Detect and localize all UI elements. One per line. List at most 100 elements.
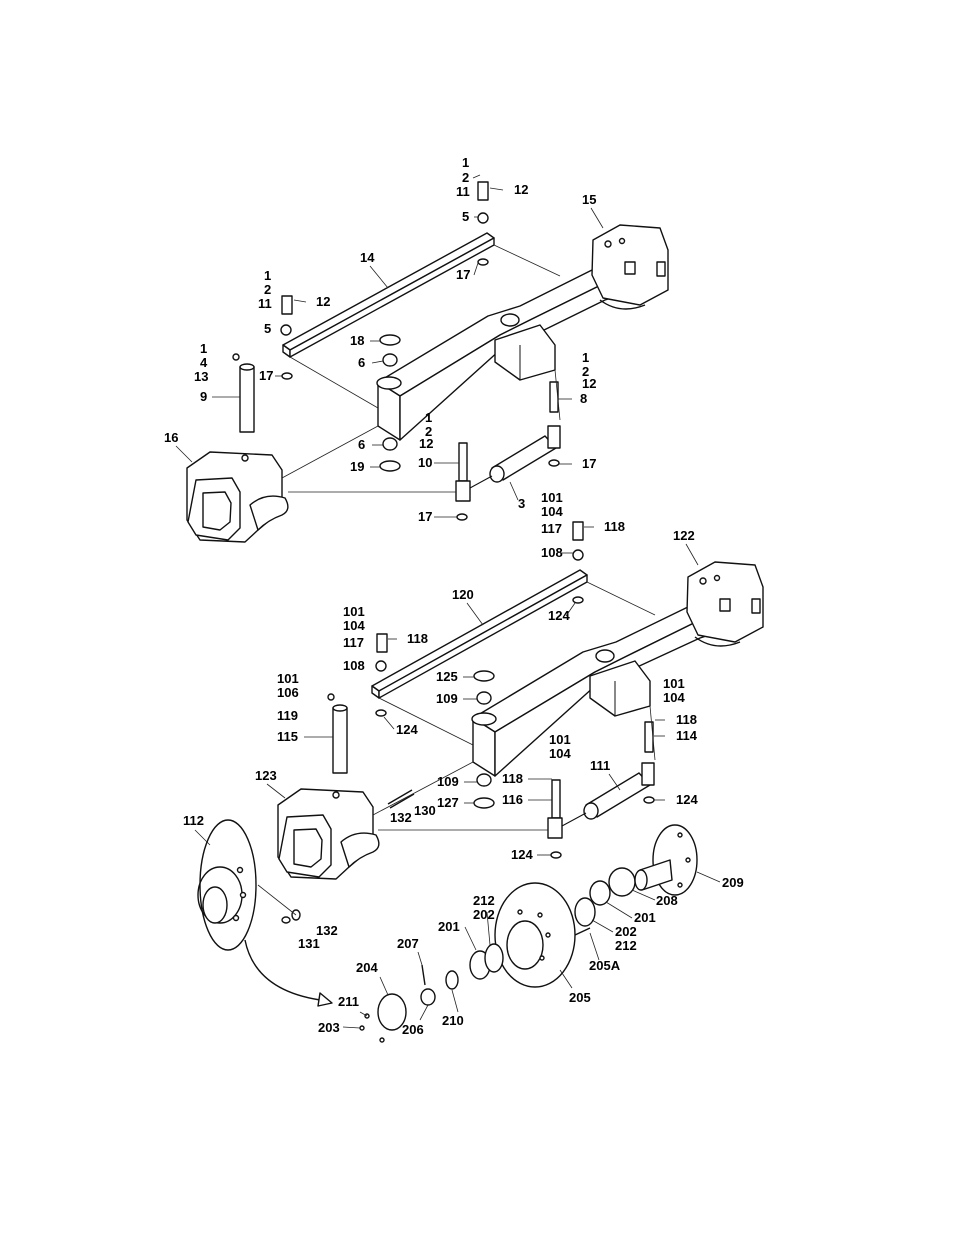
callout: 8 [580, 391, 587, 406]
callout: 12 [419, 436, 433, 451]
callout: 118 [604, 519, 625, 534]
callout: 10 [418, 455, 432, 470]
callout: 207 [397, 936, 419, 951]
callout: 5 [462, 209, 469, 224]
callout: 104 [663, 690, 685, 705]
callout: 125 [436, 669, 458, 684]
callout: 5 [264, 321, 271, 336]
callout: 119 [277, 708, 298, 723]
callout: 112 [183, 813, 204, 828]
callout: 131 [298, 936, 320, 951]
callout: 124 [396, 722, 418, 737]
callout: 204 [356, 960, 378, 975]
lower-alignment-lines [372, 581, 656, 831]
callout: 203 [318, 1020, 340, 1035]
callout: 205A [589, 958, 621, 973]
callout: 17 [582, 456, 596, 471]
callout: 209 [722, 875, 744, 890]
washer-210 [445, 970, 459, 990]
callout: 104 [541, 504, 563, 519]
callout: 101 [343, 604, 365, 619]
view-arrow [244, 939, 321, 1001]
callout: 2 [582, 364, 589, 379]
callout: 11 [456, 184, 470, 199]
lower-small-parts [327, 521, 655, 859]
callout: 124 [511, 847, 533, 862]
callout: 118 [676, 712, 697, 727]
callout: 117 [541, 521, 562, 536]
callout: 12 [582, 376, 596, 391]
dust-cap-204 [377, 993, 407, 1031]
seal-208 [608, 867, 636, 897]
callout: 2 [425, 424, 432, 439]
callout: 4 [200, 355, 208, 370]
callout: 211 [338, 994, 359, 1009]
callout: 202 [615, 924, 637, 939]
callout: 118 [502, 771, 523, 786]
screw-extra [379, 1037, 385, 1043]
callout: 124 [676, 792, 698, 807]
callout: 12 [316, 294, 330, 309]
callout: 201 [438, 919, 460, 934]
callout: 124 [548, 608, 570, 623]
callout: 3 [518, 496, 525, 511]
callout-labels: 1 2 11 12 5 15 14 17 1 2 11 12 5 18 6 1 … [164, 155, 744, 1037]
brake-disc-205 [494, 882, 576, 988]
callout: 17 [456, 267, 470, 282]
callout: 17 [259, 368, 273, 383]
callout: 104 [549, 746, 571, 761]
callout: 205 [569, 990, 591, 1005]
callout: 101 [663, 676, 685, 691]
view-arrow-head [317, 992, 333, 1007]
callout: 6 [358, 355, 365, 370]
callout: 117 [343, 635, 364, 650]
spindle-209 [634, 824, 698, 896]
callout: 132 [316, 923, 338, 938]
callout: 212 [615, 938, 637, 953]
callout: 109 [437, 774, 459, 789]
callout: 108 [541, 545, 563, 560]
bolt-205A [574, 927, 591, 936]
nut-131 [281, 916, 291, 924]
hub-112 [197, 819, 257, 951]
callout: 101 [549, 732, 571, 747]
steering-cylinder-upper [455, 425, 561, 502]
upper-alignment-lines [281, 244, 561, 493]
kingpin-lower [332, 704, 348, 774]
bearing-202-left [484, 943, 504, 973]
callout: 101 [277, 671, 299, 686]
callout: 208 [656, 893, 678, 908]
bearing-201-right [574, 897, 596, 927]
callout: 19 [350, 459, 364, 474]
callout: 1 [200, 341, 207, 356]
callout: 115 [277, 729, 298, 744]
callout: 18 [350, 333, 364, 348]
callout: 15 [582, 192, 596, 207]
knuckle-upper-left [186, 451, 289, 543]
callout: 108 [343, 658, 365, 673]
callout: 122 [673, 528, 695, 543]
callout: 104 [343, 618, 365, 633]
callout: 132 [390, 810, 412, 825]
callout: 1 [425, 410, 432, 425]
callout: 1 [582, 350, 589, 365]
callout: 109 [436, 691, 458, 706]
callout: 1 [264, 268, 271, 283]
steering-cylinder-lower [547, 762, 655, 839]
kingpin-upper [239, 363, 255, 433]
cotter-pin-207 [421, 964, 426, 986]
callout: 120 [452, 587, 474, 602]
callout: 2 [462, 170, 469, 185]
callout: 130 [414, 803, 436, 818]
callout: 1 [462, 155, 469, 170]
knuckle-lower-left [277, 788, 380, 880]
knuckle-upper-right [591, 224, 669, 310]
callout: 16 [164, 430, 178, 445]
callout: 210 [442, 1013, 464, 1028]
callout: 116 [502, 792, 523, 807]
callout: 202 [473, 907, 495, 922]
callout: 114 [676, 728, 698, 743]
callout: 201 [634, 910, 656, 925]
lower-axle-assembly [277, 521, 764, 880]
